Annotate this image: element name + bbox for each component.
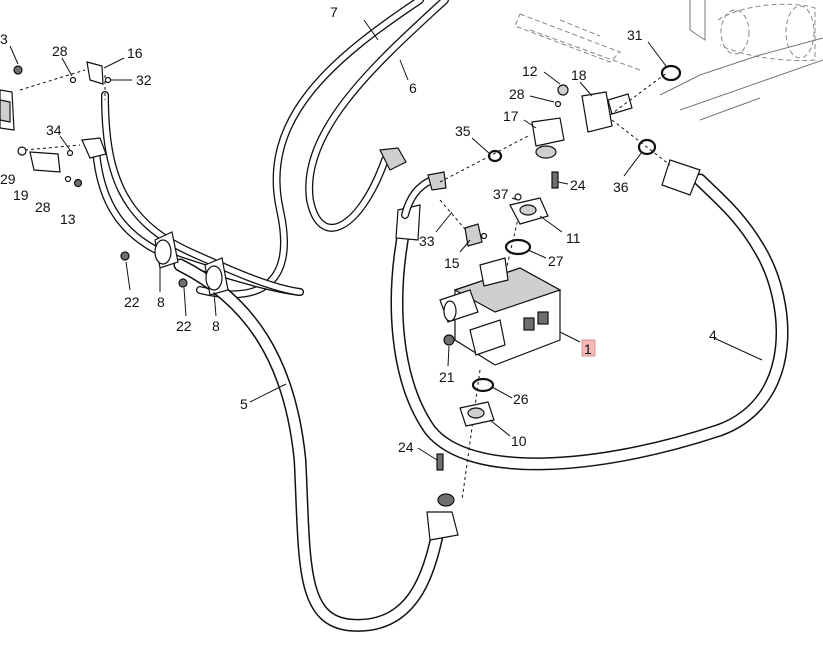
tube-6 <box>305 0 449 232</box>
callout-7: 7 <box>330 4 338 20</box>
leader-lines <box>9 19 763 461</box>
tube-6-fitting <box>379 147 407 171</box>
fitting-16 <box>86 61 104 85</box>
left-tube-bundle <box>92 91 304 296</box>
callout-29: 29 <box>0 171 16 187</box>
bolt-22-left <box>120 251 130 261</box>
hose-4 <box>390 159 789 471</box>
elbow-18 <box>581 91 613 133</box>
hose-5-nut <box>437 493 455 507</box>
callout-32: 32 <box>136 72 152 88</box>
callout-24-a: 24 <box>570 177 586 193</box>
tube-7 <box>196 0 424 299</box>
tube-33 <box>401 171 447 219</box>
bolt-22-right <box>178 278 188 288</box>
callout-26: 26 <box>513 391 529 407</box>
bolt-24-top <box>551 171 559 189</box>
callout-16: 16 <box>127 45 143 61</box>
callout-28-a: 28 <box>52 43 68 59</box>
callout-3: 3 <box>0 31 8 47</box>
callout-1: 1 <box>584 341 592 357</box>
oring-31 <box>660 64 682 82</box>
callout-13: 13 <box>60 211 76 227</box>
callout-4: 4 <box>709 327 717 343</box>
top-fittings <box>487 64 682 163</box>
flange-11 <box>509 197 549 225</box>
hose-4-fitting <box>661 159 701 196</box>
callout-35: 35 <box>455 123 471 139</box>
callout-10: 10 <box>511 433 527 449</box>
callout-8-a: 8 <box>157 294 165 310</box>
bolt-24-bottom <box>436 453 444 471</box>
callout-5: 5 <box>240 396 248 412</box>
callout-17: 17 <box>503 108 519 124</box>
bolt-13 <box>73 178 83 188</box>
callout-22-b: 22 <box>176 318 192 334</box>
oring-28b <box>64 175 72 183</box>
oring-32 <box>104 76 112 84</box>
oring-28a <box>69 76 77 84</box>
callouts: 3 28 16 32 34 29 19 28 13 7 6 12 18 31 2… <box>0 4 717 455</box>
oring-27 <box>504 238 532 256</box>
oring-35 <box>487 149 503 163</box>
callout-37: 37 <box>493 186 509 202</box>
callout-11: 11 <box>566 230 581 246</box>
callout-8-b: 8 <box>212 318 220 334</box>
cap-12 <box>557 84 569 96</box>
callout-27: 27 <box>548 253 564 269</box>
callout-34: 34 <box>46 122 62 138</box>
callout-33: 33 <box>419 233 435 249</box>
callout-19: 19 <box>13 187 29 203</box>
callout-12: 12 <box>522 63 538 79</box>
elbow-34 <box>81 137 107 159</box>
callout-28-b: 28 <box>35 199 51 215</box>
callout-highlight-box <box>581 339 596 357</box>
clamp-8-right <box>204 257 229 296</box>
elbow-17 <box>531 117 565 147</box>
callout-6: 6 <box>409 80 417 96</box>
callout-18: 18 <box>571 67 587 83</box>
callout-31: 31 <box>627 27 643 43</box>
hose-5-fitting <box>426 511 459 541</box>
alignment-lines <box>19 69 671 501</box>
oring-28c <box>554 100 562 108</box>
bolt-21 <box>443 334 455 346</box>
callout-22-a: 22 <box>124 294 140 310</box>
callout-28-c: 28 <box>509 86 525 102</box>
callout-24-b: 24 <box>398 439 414 455</box>
flange-10 <box>459 401 495 427</box>
hose-5 <box>173 258 459 632</box>
callout-36: 36 <box>613 179 629 195</box>
bolt-3 <box>13 65 23 75</box>
valve-block-1 <box>439 257 562 366</box>
callout-15: 15 <box>444 255 460 271</box>
fitting-19 <box>29 151 61 173</box>
oring-26 <box>471 377 495 393</box>
tube-33-fitting <box>427 171 447 191</box>
left-fittings <box>0 61 112 188</box>
oring-29 <box>17 146 27 156</box>
oring-36 <box>637 138 657 156</box>
clamp-8-left <box>154 231 179 269</box>
callout-21: 21 <box>439 369 455 385</box>
machine-frame-outline <box>514 0 823 121</box>
